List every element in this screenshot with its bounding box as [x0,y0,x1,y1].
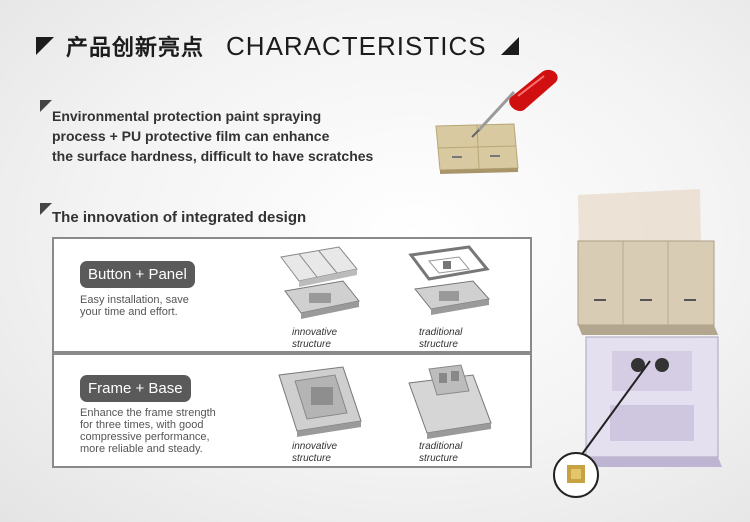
label-frame-base: Frame + Base [80,375,191,402]
traditional-structure-image [408,245,490,315]
gold-panel-edge [440,168,518,174]
caption-line: structure [419,453,458,464]
feature-line: Environmental protection paint spraying [52,108,322,124]
caption-innovative: innovative structure [292,441,337,465]
gold-button-panel [577,240,715,326]
section-title-integrated-design: The innovation of integrated design [52,209,307,226]
caption-line: structure [292,339,331,350]
traditional-frame-image [408,364,492,439]
caption-innovative: innovative structure [292,327,337,351]
scratch-test-illustration [435,69,558,174]
desc-line: Enhance the frame strength [80,407,216,419]
feature-line: process + PU protective film can enhance [52,128,330,144]
triangle-right-icon [500,37,519,55]
desc-button-panel: Easy installation, save your time and ef… [80,294,189,318]
desc-line: more reliable and steady. [80,443,203,455]
caption-line: traditional [419,441,463,452]
bullet-mark-icon [40,100,52,112]
bullet-mark-icon [40,203,52,215]
feature-paint-text: Environmental protection paint spraying … [52,106,373,166]
desc-frame-base: Enhance the frame strength for three tim… [80,407,216,455]
desc-line: Easy installation, save [80,294,189,306]
caption-line: structure [419,339,458,350]
desc-line: compressive performance, [80,431,210,443]
caption-traditional: traditional structure [419,441,462,465]
caption-line: innovative [292,327,338,338]
screwdriver-handle [509,69,558,112]
screwdriver-shaft [476,90,516,133]
desc-line: for three times, with good [80,419,204,431]
caption-line: structure [292,453,331,464]
caption-line: traditional [419,327,463,338]
innovative-structure-image [280,246,360,319]
triangle-left-icon [36,37,54,55]
feature-line: the surface hardness, difficult to have … [52,148,374,164]
header: 产品创新亮点 CHARACTERISTICS [36,30,519,62]
desc-line: your time and effort. [80,306,178,318]
row-button-panel: Button + Panel Easy installation, save y… [52,237,532,353]
innovative-frame-image [278,366,362,437]
caption-line: innovative [292,441,338,452]
title-chinese: 产品创新亮点 [66,35,205,60]
title-english: CHARACTERISTICS [226,30,487,61]
row-frame-base: Frame + Base Enhance the frame strength … [52,353,532,468]
caption-traditional: traditional structure [419,327,462,351]
exploded-switch-illustration [553,189,722,498]
label-button-panel: Button + Panel [80,261,195,288]
